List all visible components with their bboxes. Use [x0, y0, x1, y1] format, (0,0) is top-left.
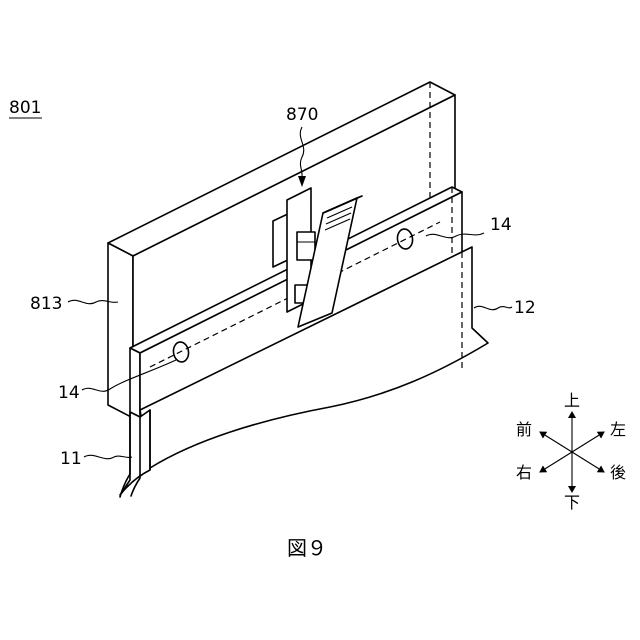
label-14-right: 14	[490, 215, 512, 235]
dir-front-label: 前	[516, 420, 532, 439]
label-14-left: 14	[58, 383, 80, 403]
label-870: 870	[286, 105, 318, 125]
arrow-back	[572, 452, 604, 472]
dir-up-label: 上	[564, 391, 580, 410]
clamp-bar-end	[130, 348, 140, 417]
sheet-11-side	[120, 410, 150, 495]
dir-down-label: 下	[564, 493, 580, 512]
figure-caption: 図９	[287, 536, 327, 560]
leader-12	[474, 306, 512, 309]
label-12: 12	[514, 298, 536, 318]
direction-compass: 上 下 前 後 左 右	[516, 391, 626, 512]
dir-left-label: 左	[610, 420, 626, 439]
label-813: 813	[30, 294, 62, 314]
label-801: 801	[9, 98, 41, 118]
arrow-right	[540, 452, 572, 472]
arrow-front	[540, 432, 572, 452]
label-11: 11	[60, 449, 82, 469]
dir-back-label: 後	[610, 463, 626, 482]
arrow-left	[572, 432, 604, 452]
dir-right-label: 右	[516, 463, 532, 482]
leader-11	[84, 455, 132, 458]
clip-spring	[297, 232, 315, 260]
